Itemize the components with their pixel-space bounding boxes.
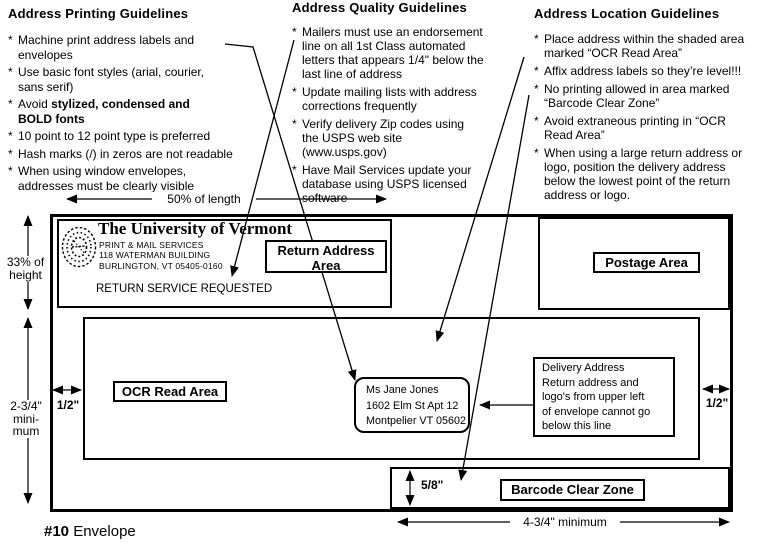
- list-item: *When using window envelopes, addresses …: [8, 164, 195, 193]
- bullet: *: [292, 117, 297, 131]
- postage-section: [538, 217, 730, 310]
- location-guidelines-title: Address Location Guidelines: [534, 6, 720, 21]
- dim-label-50-percent-length: 50% of length: [152, 192, 256, 206]
- bullet: *: [8, 97, 13, 111]
- barcode-clear-zone-box: [390, 467, 730, 509]
- list-item: *Have Mail Services update your database…: [292, 163, 472, 205]
- bullet: *: [8, 129, 13, 143]
- bullet: *: [8, 33, 13, 47]
- list-item: *Place address within the shaded area ma…: [534, 32, 745, 60]
- printing-guidelines-column: Address Printing Guidelines *Machine pri…: [8, 6, 248, 196]
- delivery-note-box: Delivery Address Return address and logo…: [533, 357, 675, 437]
- return-address-line3: BURLINGTON, VT 05405-0160: [99, 260, 223, 271]
- quality-guidelines-column: Address Quality Guidelines *Mailers must…: [292, 0, 510, 209]
- caption-text: Envelope: [69, 523, 136, 540]
- dim-label-min-width: 4-3/4" minimum: [510, 515, 620, 529]
- barcode-clear-zone-label: Barcode Clear Zone: [500, 479, 645, 501]
- list-item: *Hash marks (/) in zeros are not readabl…: [8, 146, 233, 161]
- quality-guidelines-title: Address Quality Guidelines: [292, 0, 467, 15]
- bullet: *: [534, 146, 539, 160]
- list-item: *Verify delivery Zip codes using the USP…: [292, 117, 465, 159]
- bullet: *: [8, 164, 13, 178]
- dim-label-five-eighth: 5/8": [421, 478, 444, 492]
- bullet: *: [292, 25, 297, 39]
- postage-area-label: Postage Area: [593, 252, 700, 273]
- return-address-org: The University of Vermont: [98, 219, 293, 238]
- list-item: *Mailers must use an endorsement line on…: [292, 25, 484, 81]
- dim-label-half-inch-left: 1/2": [56, 398, 80, 412]
- bullet: *: [292, 85, 297, 99]
- return-address-line2: 118 WATERMAN BUILDING: [99, 250, 211, 261]
- ocr-read-area-label: OCR Read Area: [113, 381, 227, 402]
- bullet: *: [8, 146, 13, 161]
- location-guidelines-column: Address Location Guidelines *Place addre…: [534, 6, 772, 206]
- printing-guidelines-title: Address Printing Guidelines: [8, 6, 189, 21]
- dim-label-33-percent-height: 33% of height: [2, 256, 49, 282]
- dim-label-min-height: 2-3/4" mini- mum: [3, 400, 49, 438]
- bullet: *: [534, 82, 539, 96]
- envelope-caption: #10 Envelope: [44, 523, 136, 540]
- list-item: *When using a large return address or lo…: [534, 146, 743, 202]
- bullet: *: [534, 64, 539, 78]
- list-item: *Machine print address labels and envelo…: [8, 33, 195, 62]
- list-item: *No printing allowed in area marked “Bar…: [534, 82, 730, 110]
- return-address-line1: PRINT & MAIL SERVICES: [99, 240, 204, 250]
- bullet: *: [534, 32, 539, 46]
- list-item: *Affix address labels so they’re level!!…: [534, 64, 742, 78]
- list-item: *Avoid stylized, condensed and BOLD font…: [8, 97, 190, 126]
- caption-number: #10: [44, 523, 70, 540]
- list-item: *Update mailing lists with address corre…: [292, 85, 477, 113]
- bullet: *: [534, 114, 539, 128]
- bullet: *: [292, 163, 297, 177]
- list-item: *10 point to 12 point type is preferred: [8, 129, 211, 143]
- delivery-address-block: Ms Jane Jones 1602 Elm St Apt 12 Montpel…: [354, 377, 470, 433]
- list-item: *Avoid extraneous printing in “OCR Read …: [534, 114, 726, 142]
- return-address-area-label: Return Address Area: [265, 240, 387, 273]
- return-address-section: [57, 219, 392, 308]
- envelope-outline: [50, 214, 733, 512]
- list-item: *Use basic font styles (arial, courier, …: [8, 65, 205, 94]
- dim-label-half-inch-right: 1/2": [705, 396, 729, 410]
- bullet: *: [8, 65, 13, 79]
- return-address-lines: PRINT & MAIL SERVICES 118 WATERMAN BUILD…: [99, 240, 223, 271]
- endorsement-line: RETURN SERVICE REQUESTED: [96, 283, 273, 295]
- uvm-seal-icon: [61, 226, 97, 268]
- ocr-read-area-box: [83, 317, 700, 460]
